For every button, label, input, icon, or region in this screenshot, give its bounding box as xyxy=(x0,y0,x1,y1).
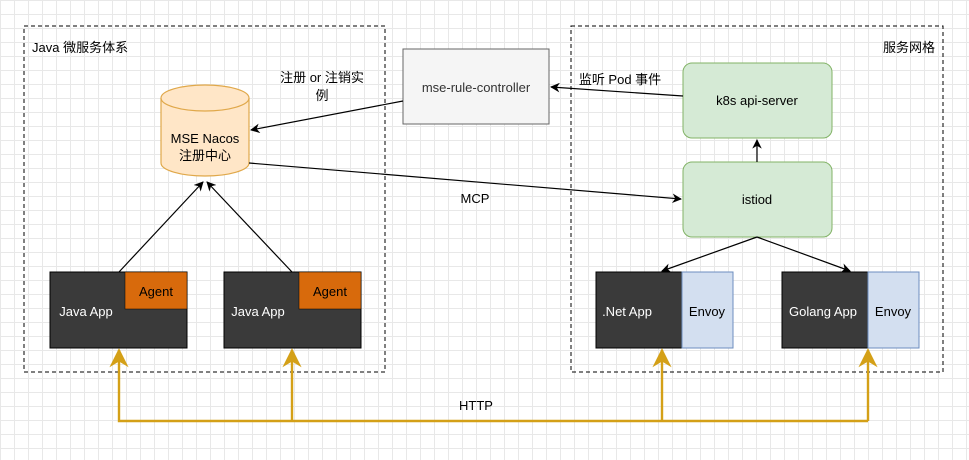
mesh-group-title: 服务网格 xyxy=(883,40,935,55)
agent-label-2: Agent xyxy=(313,284,347,299)
edge-mcp-label: MCP xyxy=(461,191,490,206)
envoy-label-2: Envoy xyxy=(875,304,912,319)
edge-istiod-to-net-app xyxy=(661,236,758,273)
controller-label: mse-rule-controller xyxy=(422,80,531,95)
nacos-label-line1: MSE Nacos xyxy=(171,131,240,146)
java-group-border xyxy=(23,25,386,373)
istiod-node: istiod xyxy=(682,161,833,238)
agent-badge-1 xyxy=(124,271,188,310)
agent-label-1: Agent xyxy=(139,284,173,299)
envoy-sidecar-1 xyxy=(681,271,734,349)
http-bus: HTTP xyxy=(109,348,878,423)
k8s-api-server-node: k8s api-server xyxy=(682,62,833,139)
controller-node: mse-rule-controller xyxy=(402,48,550,125)
edge-watch-label: 监听 Pod 事件 xyxy=(579,72,661,87)
java-app-2-node: Agent Java App xyxy=(223,271,362,349)
edge-k8s-to-controller xyxy=(550,82,684,97)
nacos-label-line2: 注册中心 xyxy=(179,148,231,163)
edge-nacos-to-istiod xyxy=(248,162,682,204)
k8s-label: k8s api-server xyxy=(716,93,798,108)
envoy-sidecar-2 xyxy=(867,271,920,349)
java-app-1-label: Java App xyxy=(59,304,113,319)
edge-register-label-line1: 注册 or 注销实 xyxy=(280,70,364,85)
golang-app-label: Golang App xyxy=(789,304,857,319)
java-app-1-node: Agent Java App xyxy=(49,271,188,349)
golang-app-node: Golang App Envoy xyxy=(781,271,920,349)
istiod-label: istiod xyxy=(742,192,772,207)
envoy-label-1: Envoy xyxy=(689,304,726,319)
mesh-group-border xyxy=(570,25,944,373)
edge-register-label-line2: 例 xyxy=(315,88,328,103)
java-group-title: Java 微服务体系 xyxy=(32,40,128,55)
agent-badge-2 xyxy=(298,271,362,310)
http-bus-line xyxy=(109,348,868,423)
net-app-label: .Net App xyxy=(602,304,652,319)
net-app-node: .Net App Envoy xyxy=(595,271,734,349)
edge-http-label: HTTP xyxy=(459,398,493,413)
edge-controller-to-nacos xyxy=(250,100,404,134)
edge-java-app-2-to-nacos xyxy=(206,181,293,273)
edge-istiod-to-golang-app xyxy=(756,236,851,273)
edge-java-app-1-to-nacos xyxy=(118,181,204,273)
java-app-2-label: Java App xyxy=(231,304,285,319)
nacos-registry: MSE Nacos 注册中心 xyxy=(160,84,250,177)
